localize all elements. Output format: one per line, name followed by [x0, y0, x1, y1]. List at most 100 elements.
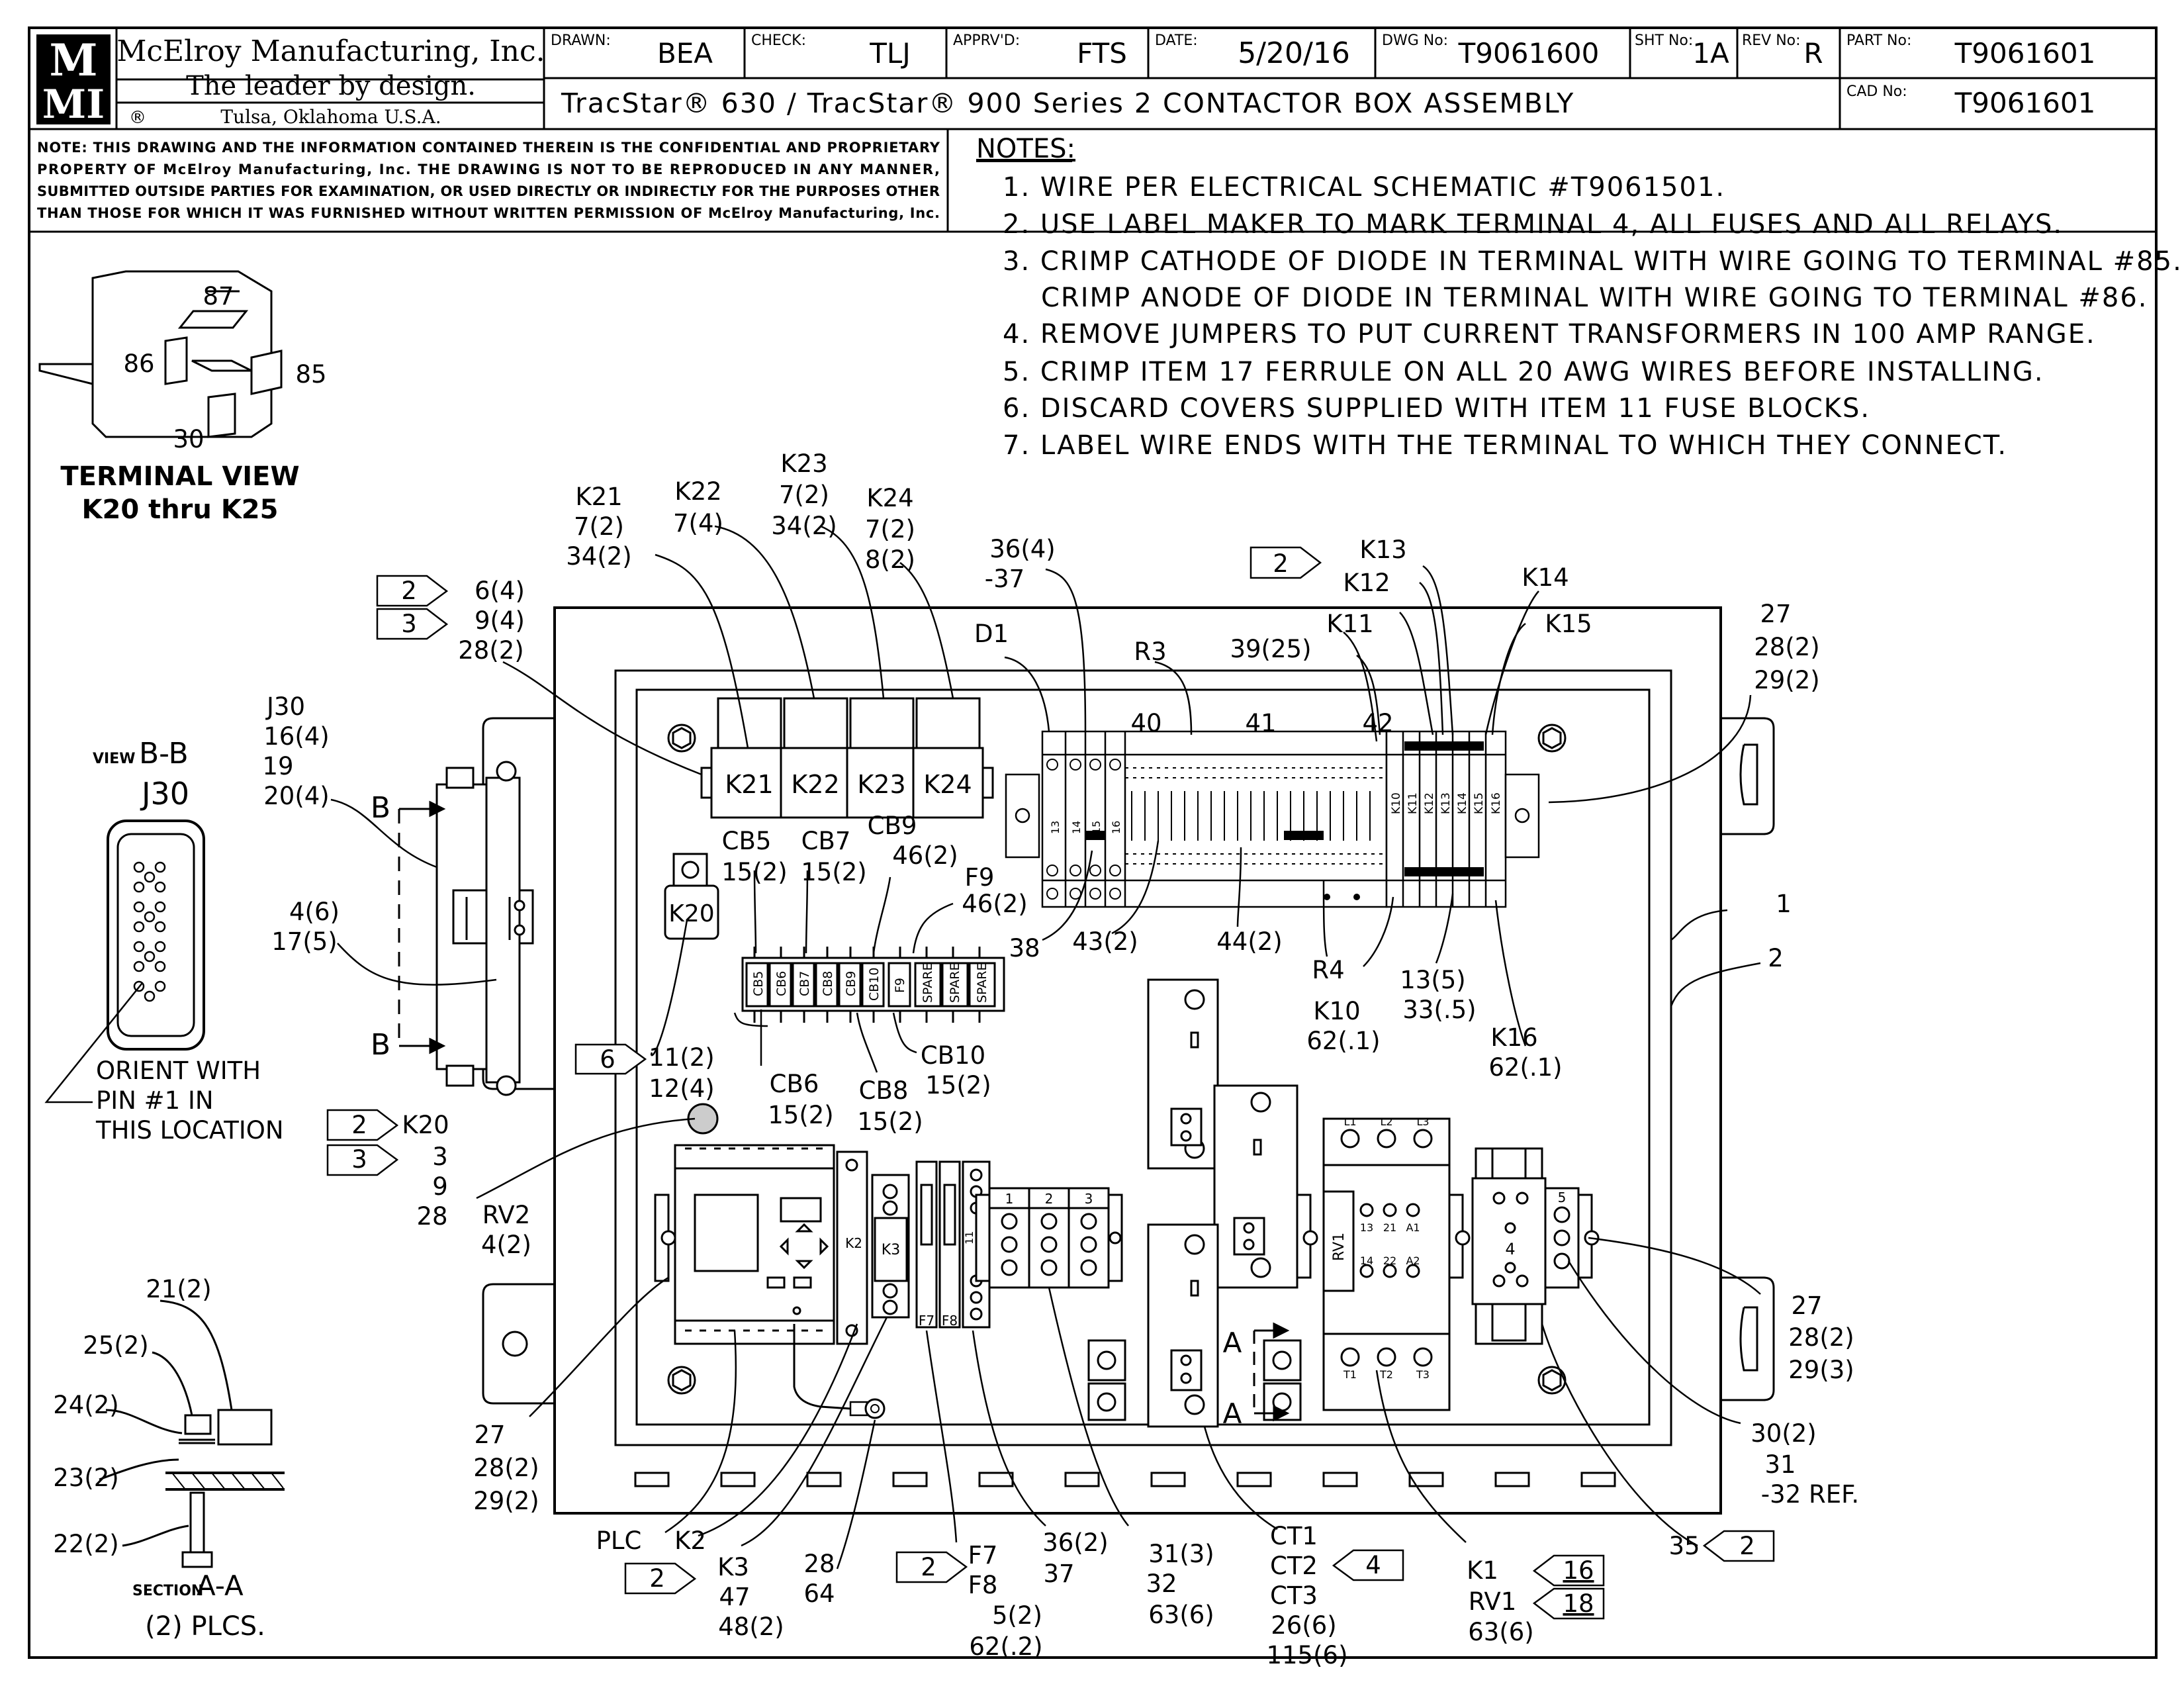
callout-j30: 16(4) [263, 722, 330, 751]
rev-label: REV No: [1742, 32, 1801, 49]
callout-42: 42 [1362, 709, 1393, 737]
fuse-f7: F7 [919, 1313, 934, 1329]
cad-value: T9061601 [1954, 87, 2096, 119]
pin-85: 85 [295, 360, 326, 389]
contactor-line-label: L3 [1416, 1115, 1429, 1128]
callout-k1: RV1 [1469, 1587, 1517, 1616]
terminal-view [38, 270, 283, 438]
callout-right-bottom: 29(3) [1788, 1356, 1854, 1384]
flag-note-number: 18 [1563, 1589, 1594, 1618]
terminal-small-labels: 13 14 15 16 [1049, 821, 1122, 834]
confidential-line: NOTE: THIS DRAWING AND THE INFORMATION C… [37, 140, 940, 156]
callout-left-bottom: 28(2) [473, 1454, 539, 1482]
callout-11: 12(4) [649, 1074, 715, 1103]
drawn-label: DRAWN: [551, 32, 611, 49]
terminal-5-label: 5 [1558, 1190, 1567, 1205]
breaker-label: SPARE [921, 962, 935, 1003]
rev-value: R [1803, 37, 1823, 70]
view-bb: VIEW B-B J30 ORIENT WITH PIN #1 IN THIS … [44, 737, 284, 1145]
flag-note [1532, 1587, 1605, 1620]
cut-mark-b: B [371, 1028, 390, 1062]
note-item: 1. WIRE PER ELECTRICAL SCHEMATIC #T90615… [1003, 172, 1725, 203]
callout-31: 32 [1146, 1570, 1177, 1598]
callout-k20: 3 [432, 1143, 448, 1171]
relay-k23: K23 [857, 770, 905, 799]
callout-44: 44(2) [1216, 927, 1283, 956]
callout-r3: R3 [1134, 637, 1166, 666]
flag-note [574, 1043, 647, 1075]
flag-note-number: 2 [1273, 549, 1289, 578]
relay-strip-label: K12 [1423, 792, 1436, 814]
tb-terminal-label: 1 [1005, 1191, 1014, 1207]
breaker-label: SPARE [975, 962, 989, 1003]
flag-note-number: 6 [600, 1045, 615, 1074]
breaker-label: CB5 [751, 971, 766, 996]
callout-item-1: 1 [1776, 890, 1792, 918]
note-item: 3. CRIMP CATHODE OF DIODE IN TERMINAL WI… [1003, 246, 2183, 277]
breaker-label: CB7 [797, 971, 812, 996]
date-value: 5/20/16 [1238, 36, 1350, 70]
note-item: CRIMP ANODE OF DIODE IN TERMINAL WITH WI… [1041, 283, 2148, 313]
ground-lug [864, 1398, 886, 1419]
contactor-aux-label: 14 [1360, 1254, 1373, 1267]
callout-4-17: 4(6) [289, 898, 340, 926]
section-mark-a: A [1223, 1397, 1242, 1430]
sheet-value: 1A [1692, 37, 1729, 70]
relay-strip-label: K14 [1456, 792, 1469, 814]
callout-left-top: 28(2) [458, 636, 524, 665]
callout-f7: 5(2) [992, 1601, 1042, 1630]
callout-f7: F8 [968, 1571, 998, 1599]
relay-bank [700, 697, 994, 819]
section-callout: 24(2) [53, 1391, 119, 1419]
relay-k24: K24 [923, 770, 972, 799]
flag-note-number: 3 [401, 610, 417, 638]
callout-cb10: CB10 [921, 1041, 985, 1070]
company-name: McElroy Manufacturing, Inc. [116, 34, 545, 68]
breaker-label: SPARE [948, 962, 962, 1003]
company-logo: M MI [36, 34, 111, 128]
callout-13: 13(5) [1400, 966, 1466, 994]
relay-k22: K22 [791, 770, 839, 799]
callout-28: 64 [803, 1579, 835, 1608]
contactor-aux-label: 13 [1360, 1221, 1373, 1234]
contactor-line-label: L2 [1380, 1115, 1392, 1128]
j30-connector [435, 761, 534, 1096]
approved-label: APPRV'D: [953, 32, 1020, 49]
notes: NOTES: 1. WIRE PER ELECTRICAL SCHEMATIC … [976, 134, 2183, 461]
approved-value: FTS [1077, 37, 1127, 70]
part-value: T9061601 [1954, 37, 2096, 70]
callout-4-17: 17(5) [271, 927, 338, 956]
callout-cb10: 15(2) [925, 1071, 991, 1100]
view-bb-connector: J30 [140, 776, 189, 812]
callout-k20: K20 [402, 1111, 449, 1139]
contactor-line-label: L1 [1343, 1115, 1356, 1128]
callout-f7: F7 [968, 1541, 998, 1570]
callout-30: -32 REF. [1761, 1480, 1859, 1509]
callout-28: 28 [803, 1550, 835, 1578]
terminal-label: 13 [1049, 821, 1062, 834]
callout-k23: 34(2) [771, 512, 837, 540]
callout-j30: 19 [262, 752, 293, 780]
callout-k2: K2 [674, 1526, 706, 1555]
view-bb-label: B-B [139, 737, 189, 771]
callout-right-top: 28(2) [1754, 633, 1820, 661]
terminal-view-caption: K20 thru K25 [82, 494, 279, 525]
callout-cb6: CB6 [770, 1070, 819, 1098]
callout-30: 31 [1764, 1450, 1796, 1479]
callout-k24: 7(2) [865, 515, 915, 543]
callout-k15: K15 [1545, 610, 1592, 638]
pin-86: 86 [123, 350, 154, 378]
flag-note [1332, 1549, 1404, 1581]
note-item: 4. REMOVE JUMPERS TO PUT CURRENT TRANSFO… [1003, 319, 2096, 350]
pin-87: 87 [203, 282, 234, 310]
callout-35: 35 [1668, 1532, 1700, 1560]
cut-mark-b: B [371, 791, 390, 825]
cad-label: CAD No: [1846, 83, 1907, 100]
section-aa [99, 1299, 285, 1568]
plc-unit [654, 1103, 868, 1345]
callout-right-top: 27 [1760, 600, 1791, 628]
callout-k21: 34(2) [566, 542, 632, 571]
callout-k21: 7(2) [574, 512, 624, 541]
callout-right-top: 29(2) [1754, 666, 1820, 694]
breaker-label: CB8 [821, 971, 835, 996]
